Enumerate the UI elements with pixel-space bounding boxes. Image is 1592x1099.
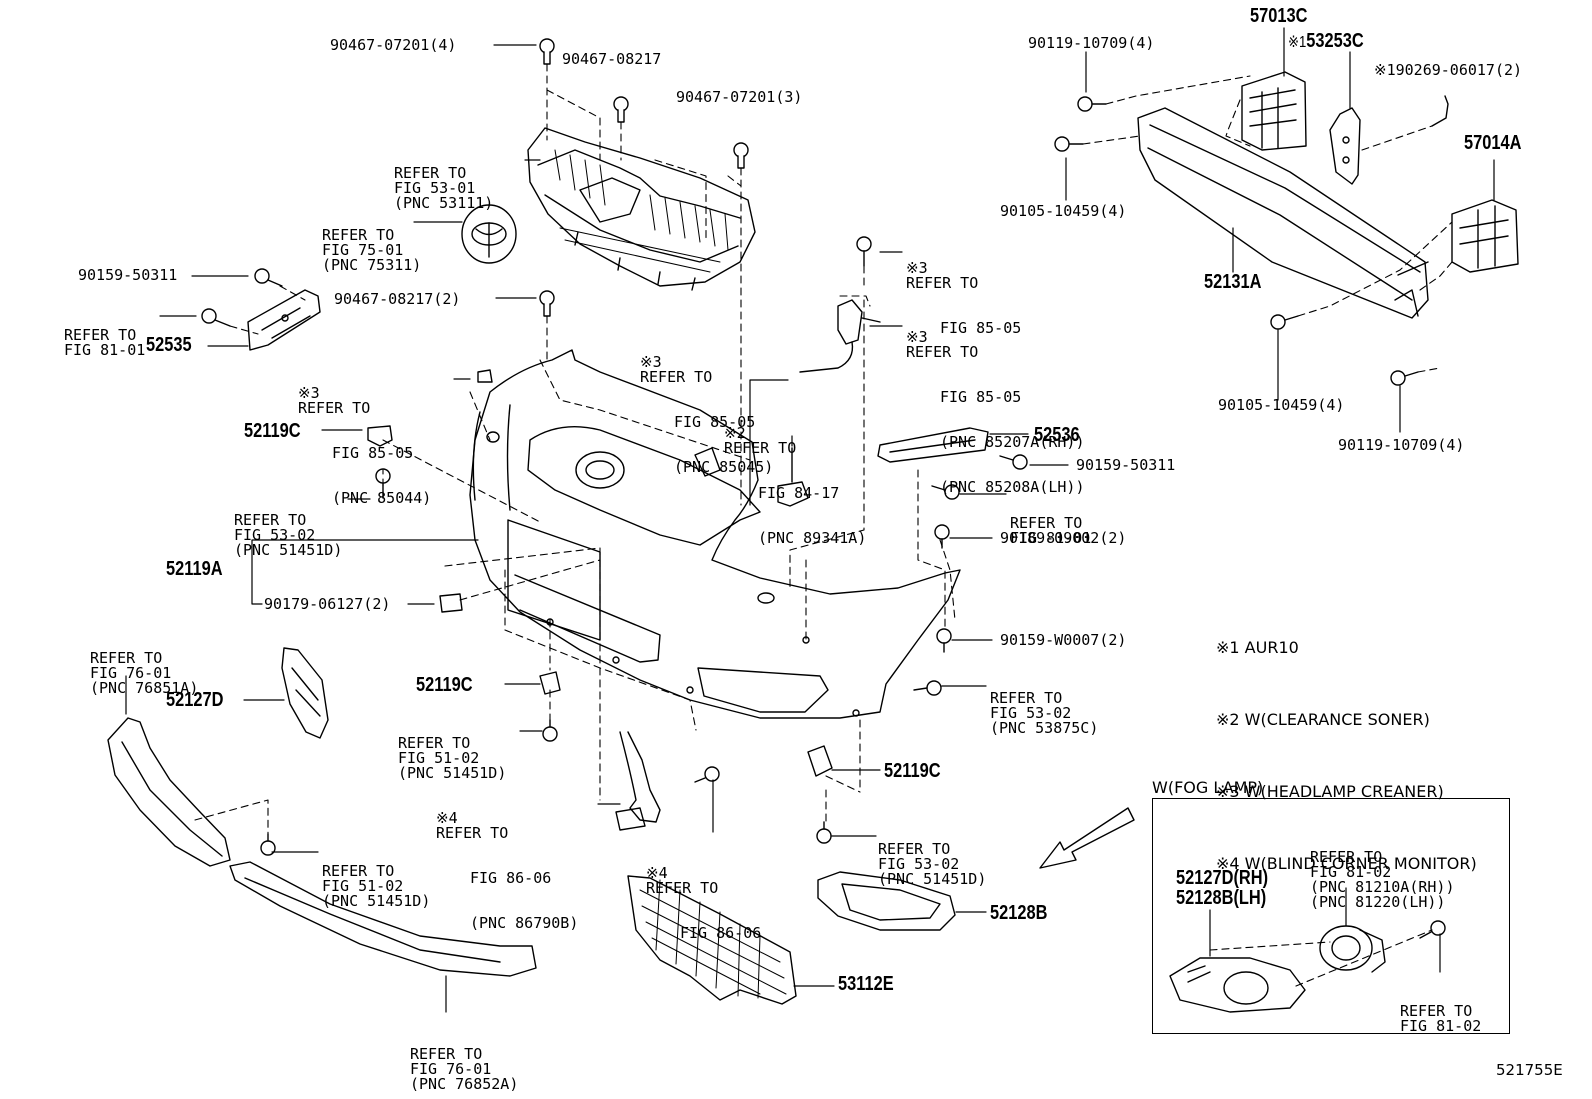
bolt-90189-09002-label: 90189-09002(2): [1000, 529, 1127, 547]
lower-grille-53112E-drawing: [627, 875, 797, 1005]
note-4: ※4 W(BLIND CORNER MONITOR): [1216, 854, 1477, 873]
notes-legend: ※1 AUR10 ※2 W(CLEARANCE SONER) ※3 W(HEAD…: [1216, 588, 1477, 924]
bracket-52536-drawing: [877, 427, 989, 463]
side-cover-52127D-drawing: [281, 647, 329, 739]
part-52535-label: 52535: [146, 334, 192, 356]
fastener-drawings: [201, 38, 1449, 939]
bolt-90119-10709-bottom-label: 90119-10709(4): [1338, 436, 1465, 454]
part-53112E-label: 53112E: [838, 973, 894, 995]
bolt-90179-06127-label: 90179-06127(2): [264, 595, 391, 613]
headlamp-cleaner-drawing: [799, 299, 881, 373]
part-52119C-upper-label: 52119C: [244, 420, 301, 442]
fog-lamp-detail-drawing: [1169, 925, 1386, 1013]
part-57013C-label: 57013C: [1250, 5, 1308, 27]
bracket-53253C-drawing: [1329, 107, 1361, 185]
part-52128B-LH-label: 52128B(LH): [1176, 887, 1267, 909]
emblem-drawing: [461, 204, 517, 264]
note-3: ※3 W(HEADLAMP CREANER): [1216, 782, 1444, 801]
bolt-90159-50311-left-label: 90159-50311: [78, 266, 178, 284]
part-52128B-label: 52128B: [990, 902, 1048, 924]
fog-cover-52128B-drawing: [817, 871, 956, 931]
blind-corner-monitor-drawing: [615, 731, 661, 831]
bolt-90105-10459-bottom-label: 90105-10459(4): [1218, 396, 1345, 414]
note-2: ※2 W(CLEARANCE SONER): [1216, 710, 1430, 729]
fog-lamp-direction-arrow: [1039, 807, 1135, 869]
bracket-57014A-drawing: [1451, 199, 1519, 273]
bolt-90269-06017-label: ※190269-06017(2): [1374, 61, 1523, 79]
bracket-57013C-drawing: [1241, 71, 1307, 151]
retainer-clip-drawings: [367, 369, 833, 777]
part-53253C-label: ※153253C: [1288, 30, 1364, 52]
part-52119C-mid-label: 52119C: [416, 674, 473, 696]
mark-1: ※1: [1288, 34, 1307, 51]
fog-lamp-box-title: W(FOG LAMP): [1152, 778, 1264, 797]
reinforcement-52131A-drawing: [1137, 107, 1429, 319]
bolt-90467-08217-label: 90467-08217: [562, 50, 662, 68]
leader-lines: [125, 27, 1495, 1013]
bracket-52535-drawing: [247, 289, 321, 351]
assembly-dashed-lines: [194, 63, 1453, 987]
bolt-90467-07201-3-label: 90467-07201(3): [676, 88, 803, 106]
part-52127D-RH-label: 52127D(RH): [1176, 867, 1269, 889]
part-52536-label: 52536: [1034, 424, 1080, 446]
bolt-90119-10709-top-label: 90119-10709(4): [1028, 34, 1155, 52]
fog-lamp-inset-box: [1152, 798, 1510, 1034]
part-52119C-lower-label: 52119C: [884, 760, 941, 782]
part-52127D-label: 52127D: [166, 689, 224, 711]
mark-1b: ※1: [1374, 61, 1396, 79]
part-52119A-label: 52119A: [166, 558, 223, 580]
part-57014A-label: 57014A: [1464, 132, 1522, 154]
bolt-90467-07201-4-label: 90467-07201(4): [330, 36, 457, 54]
sonar-sensor-drawing: [777, 447, 809, 507]
bolt-90159-50311-right-label: 90159-50311: [1076, 456, 1176, 474]
bolt-90467-08217-2-label: 90467-08217(2): [334, 290, 461, 308]
radiator-grille-drawing: [527, 127, 756, 291]
diagram-id: 521755E: [1496, 1061, 1563, 1079]
part-52131A-label: 52131A: [1204, 271, 1262, 293]
bolt-90159-W0007-label: 90159-W0007(2): [1000, 631, 1127, 649]
lower-molding-drawing: [107, 717, 537, 977]
note-1: ※1 AUR10: [1216, 638, 1299, 657]
bolt-90105-10459-top-label: 90105-10459(4): [1000, 202, 1127, 220]
